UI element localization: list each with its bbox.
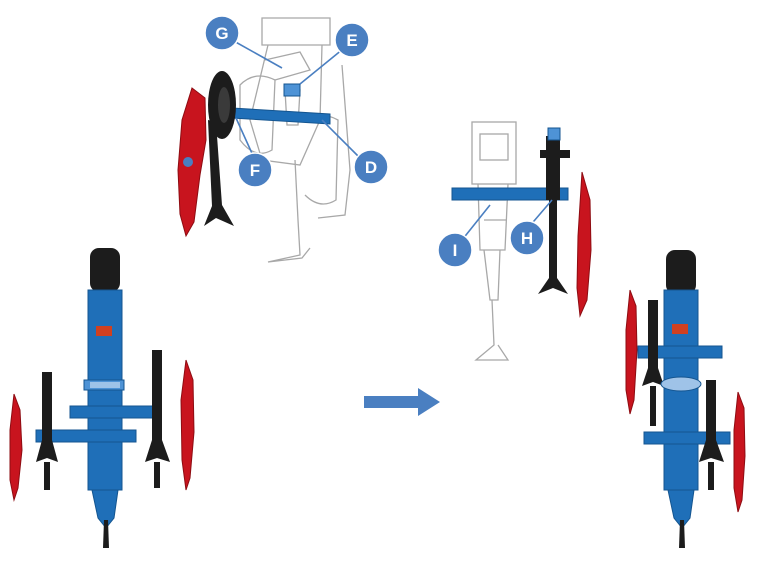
- side-arm-right-after: [706, 380, 716, 440]
- cross-bar-upper-before: [69, 405, 157, 419]
- ghost-unit-right: [471, 121, 517, 361]
- callout-h: H: [509, 220, 545, 256]
- gauge-wheel-rim-left: [218, 87, 230, 123]
- detail-view-right: [451, 121, 592, 361]
- detail-view-left: [177, 17, 351, 263]
- red-disc-right-before: [180, 359, 195, 491]
- callout-i: I: [437, 232, 473, 268]
- red-disc-left-after: [625, 289, 638, 415]
- hopper-before: [90, 248, 120, 292]
- callout-layer: G E F D I H: [204, 15, 545, 268]
- shank-after: [667, 489, 695, 529]
- closing-arm-left: [204, 120, 234, 226]
- transition-arrow: [364, 388, 440, 416]
- callout-f: F: [237, 152, 273, 188]
- callout-circle: [204, 15, 240, 51]
- callout-label: F: [250, 161, 260, 180]
- toolbar-bar-right: [451, 187, 569, 201]
- callout-circle: [334, 22, 370, 58]
- callout-circle: [437, 232, 473, 268]
- red-disc-right: [576, 171, 592, 318]
- callout-label: H: [521, 229, 533, 248]
- left-strut-after: [650, 386, 656, 426]
- callout-label: G: [215, 24, 228, 43]
- cross-bar-lower-after: [643, 431, 731, 445]
- side-arm-left-after: [648, 300, 658, 370]
- disc-hub-left: [183, 157, 193, 167]
- bracket-e: [283, 83, 301, 97]
- blue-clamp-right: [547, 127, 561, 141]
- cross-bar-lower-before: [35, 429, 137, 443]
- bracket-h: [540, 150, 570, 158]
- left-strut-before: [44, 462, 50, 490]
- cross-bar-upper-after: [637, 345, 723, 359]
- disc-ring-after: [660, 376, 702, 392]
- shank-before: [91, 489, 119, 529]
- hopper-after: [666, 250, 696, 294]
- side-arm-left-before: [42, 372, 52, 440]
- red-disc-right-after: [733, 391, 746, 513]
- left-tine-after: [642, 368, 664, 386]
- planter-after: [625, 250, 746, 548]
- right-strut-before: [154, 462, 160, 488]
- callout-d: D: [353, 149, 389, 185]
- closing-arm-right: [538, 200, 568, 294]
- left-tine-before: [36, 440, 58, 462]
- arrow-right-icon: [364, 388, 440, 416]
- red-disc-left-before: [9, 393, 23, 502]
- closing-wheel-right: [546, 136, 560, 200]
- side-arm-right-before: [152, 350, 162, 440]
- callout-circle: [237, 152, 273, 188]
- shoe-before: [103, 520, 109, 548]
- callout-circle: [353, 149, 389, 185]
- planter-before: [9, 248, 195, 548]
- callout-label: D: [365, 158, 377, 177]
- leader-lines-left: [231, 39, 361, 161]
- right-tine-before: [145, 440, 170, 462]
- disc-ring-before: [90, 382, 120, 388]
- callout-label: E: [346, 31, 357, 50]
- callout-g: G: [204, 15, 240, 51]
- shoe-after: [679, 520, 685, 548]
- gearbox-before: [96, 326, 112, 336]
- callout-label: I: [453, 241, 458, 260]
- gearbox-after: [672, 324, 688, 334]
- callout-circle: [509, 220, 545, 256]
- right-strut-after: [708, 462, 714, 490]
- right-tine-after: [699, 440, 724, 462]
- callout-e: E: [334, 22, 370, 58]
- toolbar-bar-left: [231, 107, 331, 125]
